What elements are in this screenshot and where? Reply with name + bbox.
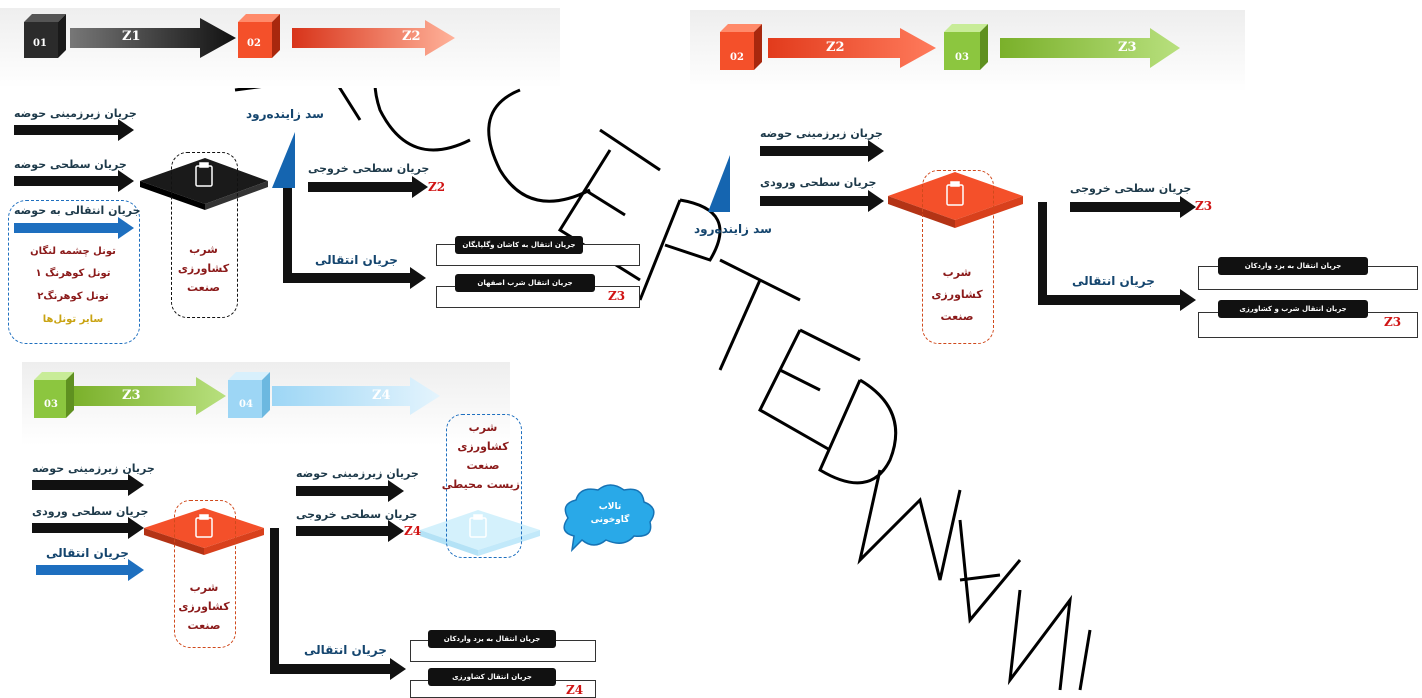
- use-industry: صنعت: [187, 619, 221, 632]
- transfer-label: جریان انتقالی: [304, 643, 387, 657]
- zone-label-z3: Z3: [1118, 40, 1137, 55]
- output-groundwater-label: جریان زیرزمینی حوضه: [296, 467, 419, 480]
- wetland-label: تالاب: [598, 502, 622, 512]
- use-drinking: شرب: [942, 266, 972, 279]
- zone-label-z4: Z4: [372, 388, 391, 403]
- zone-label-z2: Z2: [402, 29, 421, 44]
- use-drinking: شرب: [189, 243, 218, 256]
- use-industry: صنعت: [187, 281, 220, 294]
- transfer-pill: جریان انتقال به یزد واردکان: [1218, 257, 1368, 275]
- transfer-pill: جریان انتقال به کاشان وگلپایگان: [455, 236, 583, 254]
- use-agriculture: کشاورزی: [457, 440, 509, 453]
- downstream-use-box: [446, 414, 522, 558]
- tunnel-item: تونل چشمه لنگان: [30, 246, 116, 257]
- use-environmental: زیست محیطی: [441, 478, 520, 491]
- use-box: [171, 152, 238, 318]
- use-industry: صنعت: [940, 310, 974, 323]
- wetland-name: گاوخونی: [590, 515, 630, 525]
- output-surface-zone: Z2: [428, 180, 446, 194]
- tunnel-item: سایر تونل‌ها: [42, 314, 104, 325]
- flow-arrows: [14, 119, 428, 289]
- use-list: شرب کشاورزی صنعت: [171, 240, 236, 297]
- stage-arrows: [24, 14, 455, 58]
- gavkhouni-wetland-cloud: تالاب گاوخونی: [578, 501, 642, 527]
- input-groundwater-label: جریان زیرزمینی حوضه: [32, 462, 155, 475]
- stage-arrows: [34, 372, 440, 418]
- stage-num-03: 03: [955, 52, 969, 63]
- panel-zone-3-4: 03 Z3 04 Z4 جریان زیرزمینی حوضه جریان: [0, 358, 700, 698]
- transfer-zone: Z3: [1384, 315, 1402, 329]
- panel-zone-2-3: 02 Z2 03 Z3 جریان زیرزمینی حوضه جریان سط…: [690, 0, 1422, 350]
- transfer-label: جریان انتقالی: [1072, 274, 1155, 288]
- downstream-use-list: شرب کشاورزی صنعت زیست محیطی: [441, 418, 520, 494]
- zone-label-z3: Z3: [122, 388, 141, 403]
- output-surface-zone: Z3: [1195, 199, 1213, 213]
- use-agriculture: کشاورزی: [178, 600, 230, 613]
- flow-arrows: [32, 474, 655, 680]
- transfer-zone: Z4: [566, 683, 584, 697]
- dam-label: سد زاینده‌رود: [694, 222, 772, 236]
- input-transfer-label: جریان انتقالی: [46, 546, 129, 560]
- stage-num-04: 04: [239, 399, 253, 410]
- output-surface-label: جریان سطحی خروجی: [1070, 182, 1192, 195]
- flow-arrows: [708, 140, 1196, 311]
- transfer-pill: جریان انتقال شرب اصفهان: [455, 274, 595, 292]
- transfer-pill: جریان انتقال کشاورزی: [428, 668, 556, 686]
- use-list: شرب کشاورزی صنعت: [922, 262, 992, 328]
- output-surface-label: جریان سطحی خروجی: [308, 162, 430, 175]
- inflow-transfer-box: [8, 200, 140, 344]
- panel-zone-1-2: 01 Z1 02 Z2 جریان زیرزمینی حوضه جریان سط…: [0, 0, 660, 350]
- use-box: [922, 170, 994, 344]
- use-industry: صنعت: [466, 459, 500, 472]
- input-transfer-label: جریان انتقالی به حوضه: [14, 204, 141, 217]
- use-list: شرب کشاورزی صنعت: [174, 578, 234, 635]
- output-surface-zone: Z4: [404, 524, 422, 538]
- input-surface-label: جریان سطحی حوضه: [14, 158, 127, 171]
- use-drinking: شرب: [468, 421, 498, 434]
- transfer-label: جریان انتقالی: [315, 253, 398, 267]
- zone-label-z1: Z1: [122, 29, 141, 44]
- stage-arrows: [720, 24, 1180, 70]
- input-groundwater-label: جریان زیرزمینی حوضه: [14, 107, 137, 120]
- stage-num-02: 02: [247, 38, 261, 49]
- tunnel-item: تونل کوهرنگ ۱: [35, 268, 111, 279]
- input-surface-label: جریان سطحی ورودی: [760, 176, 877, 189]
- tunnel-item: تونل کوهرنگ۲: [37, 291, 109, 302]
- input-surface-label: جریان سطحی ورودی: [32, 505, 149, 518]
- use-agriculture: کشاورزی: [177, 262, 230, 275]
- dam-label: سد زاینده‌رود: [246, 107, 324, 121]
- transfer-zone: Z3: [608, 289, 626, 303]
- zone-label-z2: Z2: [826, 40, 845, 55]
- use-box: [174, 500, 236, 648]
- input-groundwater-label: جریان زیرزمینی حوضه: [760, 127, 883, 140]
- output-surface-label: جریان سطحی خروجی: [296, 508, 418, 521]
- stage-num-01: 01: [33, 38, 47, 49]
- transfer-pill: جریان انتقال شرب و کشاورزی: [1218, 300, 1368, 318]
- use-agriculture: کشاورزی: [931, 288, 983, 301]
- use-drinking: شرب: [189, 581, 219, 594]
- stage-num-03: 03: [44, 399, 58, 410]
- transfer-pill: جریان انتقال به یزد واردکان: [428, 630, 556, 648]
- stage-num-02: 02: [730, 52, 744, 63]
